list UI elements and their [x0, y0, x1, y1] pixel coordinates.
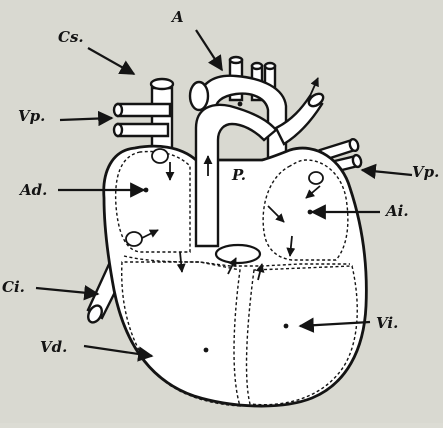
pointer-vp-left [60, 118, 112, 120]
superior-vena-cava [152, 88, 172, 150]
pulmonary-vein-left-upper [118, 104, 170, 116]
aorta-branch-1-opening [230, 57, 242, 63]
ivc-opening-inner [126, 232, 142, 246]
aorta-branch-3-opening [265, 63, 275, 69]
label-ci: Ci. [2, 278, 25, 296]
label-ai: Ai. [384, 202, 409, 220]
label-p: P. [231, 166, 246, 184]
valve-oval [216, 245, 260, 263]
pulmonary-vein-left-lower-opening [114, 124, 122, 136]
superior-vena-cava-opening [151, 79, 173, 89]
pulmonary-vein-opening-inner [309, 172, 323, 184]
pulmonary-vein-left-upper-opening [114, 104, 122, 116]
label-a: A [170, 8, 184, 26]
a-point [238, 102, 243, 107]
ai-point [308, 210, 313, 215]
vi-point [284, 324, 289, 329]
pointer-vp-right [362, 170, 412, 175]
label-ad: Ad. [18, 181, 47, 199]
aortic-arch-opening [190, 82, 208, 110]
label-vd: Vd. [40, 338, 67, 356]
pulmonary-artery-branch-opening [307, 91, 326, 108]
pointer-a [196, 30, 222, 70]
pulmonary-vein-left-lower [118, 124, 168, 136]
label-vi: Vi. [376, 314, 398, 332]
pointer-cs [88, 48, 134, 74]
label-vp-right: Vp. [412, 163, 439, 181]
label-vp-left: Vp. [18, 107, 45, 125]
label-cs: Cs. [58, 28, 84, 46]
pointer-ci [36, 288, 98, 294]
svc-opening-inner [152, 149, 168, 163]
vd-point [204, 348, 209, 353]
aorta-branch-2-opening [252, 63, 262, 69]
ad-point [144, 188, 149, 193]
heart-outline [104, 146, 367, 406]
